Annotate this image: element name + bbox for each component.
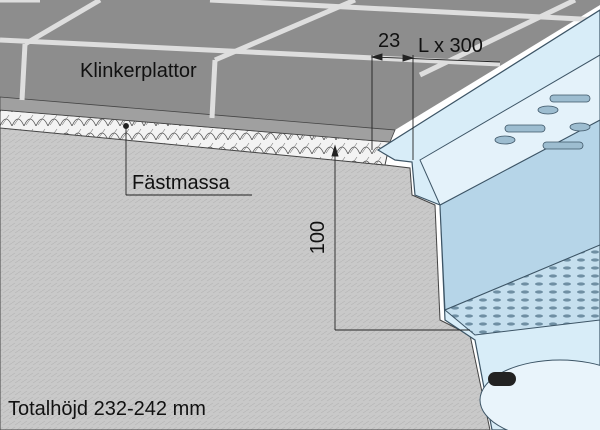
dimension-lines [123,53,501,331]
adhesive-label: Fästmassa [132,172,230,194]
total-height-label: Totalhöjd 232-242 mm [8,398,206,420]
tile-surface [0,0,600,130]
width-dimension-label: 23 [378,30,401,52]
concrete-base [0,124,491,430]
gasket [488,372,516,386]
tiles-label: Klinkerplattor [80,60,197,82]
length-dimension-label: L x 300 [418,35,483,57]
height-dimension-label: 100 [307,220,330,255]
perforated-bottom [444,244,600,336]
grout-lines [0,0,600,119]
grating-slots [494,94,591,150]
